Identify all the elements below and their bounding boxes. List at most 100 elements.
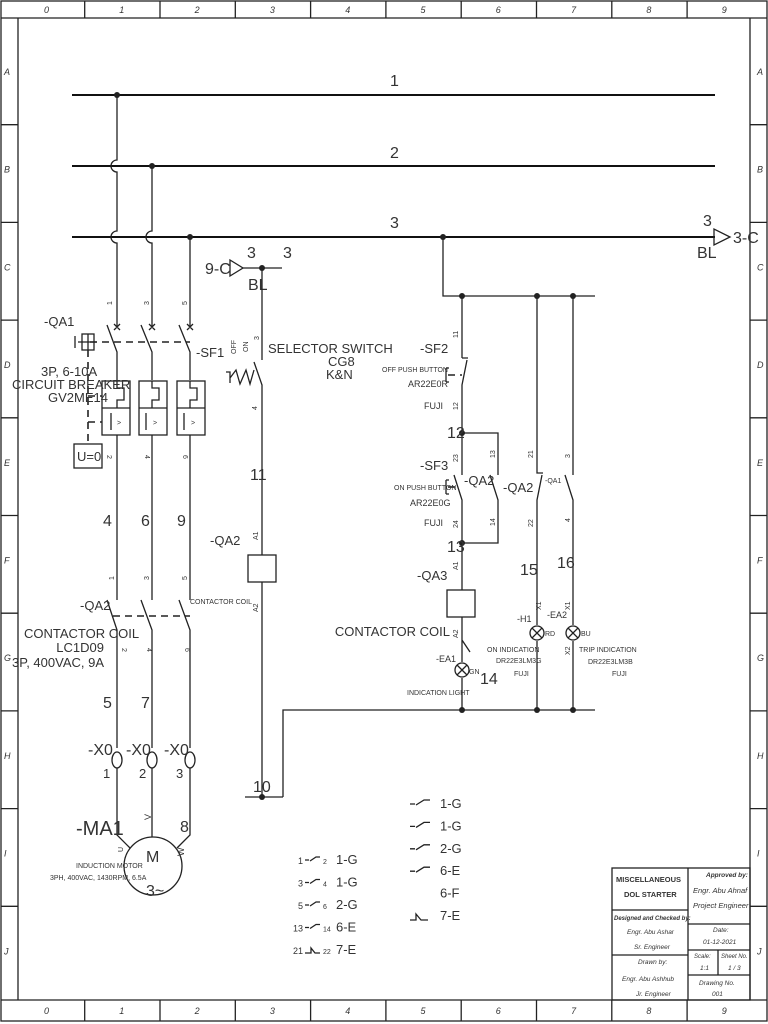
terminal: 24 [453,520,460,528]
lamp-tag: -EA1 [436,654,456,664]
terminal: 11 [453,331,460,338]
column-label: 8 [646,1006,651,1016]
wire-number: 9 [177,513,186,530]
wire-number: 12 [447,425,465,442]
legend-row: 13 14 6-E [293,920,357,935]
aux-contact-tag: -QA2 [503,480,533,495]
position-label: OFF [231,340,238,354]
column-label: 9 [722,5,727,15]
terminal: A1 [453,561,460,570]
wire-number: 14 [480,671,498,688]
terminal: 3 [144,576,151,580]
legend-terminal: 1 [298,856,303,866]
svg-text:>: > [153,420,157,427]
column-label: 6 [496,5,501,15]
wire-number: 7 [141,695,150,712]
legend-reference: 1-G [440,818,462,833]
off-page-reference: 3-C [733,230,759,247]
legend-reference: 7-E [440,908,461,923]
legend-row: 7-E [410,908,461,923]
drawing-title: MISCELLANEOUS [616,875,681,884]
coil-tag: -QA2 [210,533,240,548]
designed-name: Engr. Abu Ashar [627,929,675,936]
lamp-color: BU [581,631,591,638]
terminal-tag: -X0 [164,742,189,759]
lamp-desc: TRIP INDICATION [579,647,637,654]
terminal: A2 [453,629,460,638]
bus-label-2: 2 [390,145,399,162]
contactor-desc: 3P, 400VAC, 9A [12,655,104,670]
terminal: X2 [565,646,572,655]
motor-tag: -MA1 [76,818,124,840]
legend-terminal: 21 [293,946,303,956]
drawing-no-label: Drawing No. [699,980,735,987]
legend-reference: 1-G [336,875,358,890]
terminal: 2 [105,455,112,459]
row-label: E [4,458,11,468]
motor-phase: 3~ [146,883,164,900]
column-label: 9 [722,1006,727,1016]
drawn-label: Drawn by: [638,959,667,966]
selector-control-circuit: 9-C 3 3 BL -SF1 OFF ON 3 4 SELECTOR SWIT… [190,245,595,800]
legend-terminal: 14 [323,927,331,934]
wire-number: 3 [283,245,292,262]
row-label: D [4,360,11,370]
wire-number: 10 [253,779,271,796]
row-label: C [4,262,11,272]
date-value: 01-12-2021 [703,939,737,946]
wire-number: 4 [103,513,112,530]
lamp-desc: INDICATION LIGHT [407,690,470,697]
legend-terminal: 6 [323,904,327,911]
row-label: J [756,946,762,956]
wire-color: BL [248,277,268,294]
row-label: F [757,556,763,566]
column-label: 2 [194,5,200,15]
legend-reference: 1-G [440,796,462,811]
legend-row: 6-E [410,863,461,878]
date-label: Date: [713,927,729,934]
lamp-red [529,625,545,641]
legend-row: 6-F [440,886,460,901]
breaker-desc: CIRCUIT BREAKER [12,377,130,392]
column-label: 4 [345,1006,350,1016]
legend-terminal: 3 [298,879,303,889]
terminal: 4 [143,455,150,459]
row-label: G [4,653,11,663]
selector-desc: K&N [326,367,353,382]
column-label: 0 [44,1006,49,1016]
wire-number: 15 [520,562,538,579]
pushbutton-desc: FUJI [424,518,443,528]
legend-reference: 2-G [336,897,358,912]
svg-text:>: > [191,420,195,427]
wire-number: 6 [141,513,150,530]
breaker-desc: 3P, 6-10A [41,364,97,379]
terminal: 22 [528,519,535,527]
legend-terminal: 5 [298,901,303,911]
terminal: 3 [144,301,151,305]
column-label: 2 [194,1006,200,1016]
terminal: A1 [253,531,260,540]
legend-reference: 6-E [336,920,357,935]
bus-label-3: 3 [390,215,399,232]
sheet-value: 1 / 3 [728,965,741,972]
coil-symbol [247,554,277,583]
terminal: 5 [182,301,189,305]
wire-number: 8 [180,819,189,836]
terminal: X1 [565,601,572,610]
drawing-no-value: 001 [712,991,723,998]
legend-terminal: 13 [293,924,303,934]
lamp-desc: ON INDICATION [487,647,539,654]
row-label: B [4,165,10,175]
designed-label: Designed and Checked by: [614,916,691,922]
breaker-tag: -QA1 [44,314,74,329]
terminal: 3 [565,454,572,458]
pushbutton-tag: -SF3 [420,458,448,473]
pushbutton-desc: AR22E0R [408,379,449,389]
column-label: 7 [571,1006,577,1016]
coil-symbol [446,589,476,618]
column-label: 6 [496,1006,501,1016]
